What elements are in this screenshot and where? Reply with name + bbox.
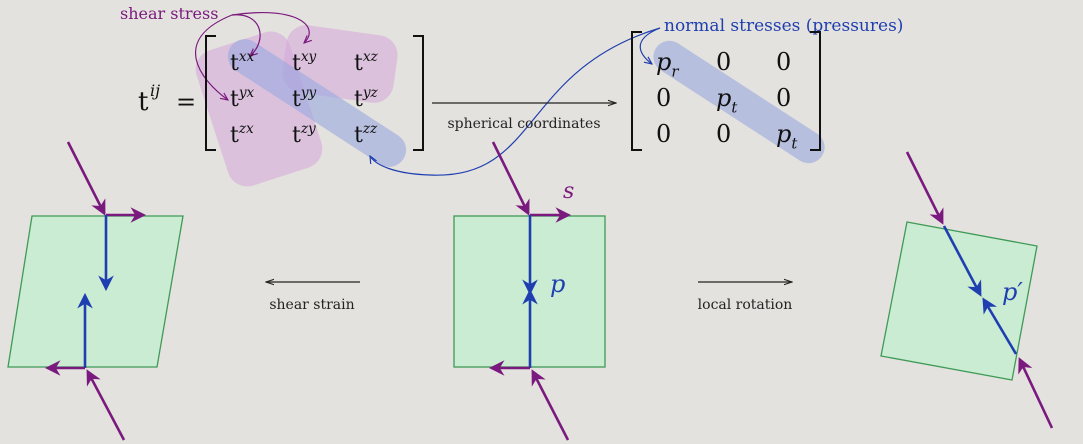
tensor-symbol: t [138, 87, 149, 117]
right-top-purple-arrow [905, 151, 944, 225]
matrix-left-bracket [631, 31, 642, 151]
matrix-entry: pt [716, 84, 737, 117]
label-s: s [563, 179, 574, 204]
matrix-entry: 0 [656, 84, 671, 112]
matrix-entry: pt [776, 120, 797, 153]
blue-highlight-diagonal [227, 39, 407, 167]
tensor-entry: tzy [292, 121, 316, 148]
matrix-entry: 0 [776, 84, 791, 112]
matrix-cells: pr 0 0 0 pt 0 0 0 pt [656, 48, 797, 153]
shear-arrow-to-txy [231, 14, 261, 56]
spherical-matrix: pr 0 0 0 pt 0 0 0 pt [631, 31, 821, 153]
normal-stresses-label: normal stresses (pressures) [664, 16, 903, 36]
tensor-entry: tzx [230, 121, 254, 148]
tensor-highlights [195, 25, 825, 187]
normal-arrow-to-pr [639, 27, 661, 64]
tensor-entry: tzz [354, 121, 378, 148]
left-top-purple-arrow [66, 141, 106, 216]
left-bottom-purple-arrow [86, 369, 126, 441]
center-bottom-purple-arrow [531, 369, 570, 441]
tensor-entry: tyy [292, 85, 317, 112]
tensor-entry: txz [354, 49, 379, 76]
local-rotation-label: local rotation [698, 297, 793, 313]
tensor-indices: ij [150, 81, 160, 100]
blue-highlight-matrix [653, 40, 825, 164]
rotated-square [880, 221, 1038, 381]
spherical-label: spherical coordinates [447, 116, 600, 132]
matrix-entry: 0 [716, 120, 731, 148]
normal-arrow-to-tzz [370, 27, 661, 176]
right-bottom-purple-arrow [1018, 357, 1054, 429]
tensor-entry: txy [292, 49, 317, 76]
shear-strain-label: shear strain [269, 297, 354, 313]
tensor-left-bracket [205, 35, 216, 151]
matrix-entry: 0 [776, 48, 791, 76]
right-up-blue-arrow [982, 297, 1018, 355]
matrix-entry: 0 [716, 48, 731, 76]
right-down-blue-arrow [942, 225, 982, 297]
label-p: p [550, 270, 565, 298]
center-top-purple-arrow [491, 141, 530, 216]
sheared-square [7, 215, 184, 368]
tensor-cells: txx txy txz tyx tyy tyz tzx tzy tzz [230, 49, 379, 148]
tensor-entry: tyx [230, 85, 255, 112]
tensor-entry: tyz [354, 85, 379, 112]
square-element: s p [453, 141, 606, 441]
label-p-prime: p′ [1002, 278, 1023, 306]
equals-sign: = [176, 88, 196, 116]
tensor-right-bracket [413, 35, 424, 151]
tensor-entry: txx [230, 49, 255, 76]
matrix-right-bracket [810, 31, 821, 151]
shear-arrow-to-tyx [195, 14, 233, 100]
shear-stress-label: shear stress [120, 4, 218, 23]
matrix-entry: 0 [656, 120, 671, 148]
shear-arrow-to-txz [231, 11, 309, 43]
tensor-equation: t ij = txx txy txz tyx tyy tyz tzx tzy tzz [138, 35, 424, 151]
matrix-entry: pr [656, 48, 679, 81]
sheared-element [7, 141, 184, 441]
rotated-element: p′ [880, 151, 1054, 429]
